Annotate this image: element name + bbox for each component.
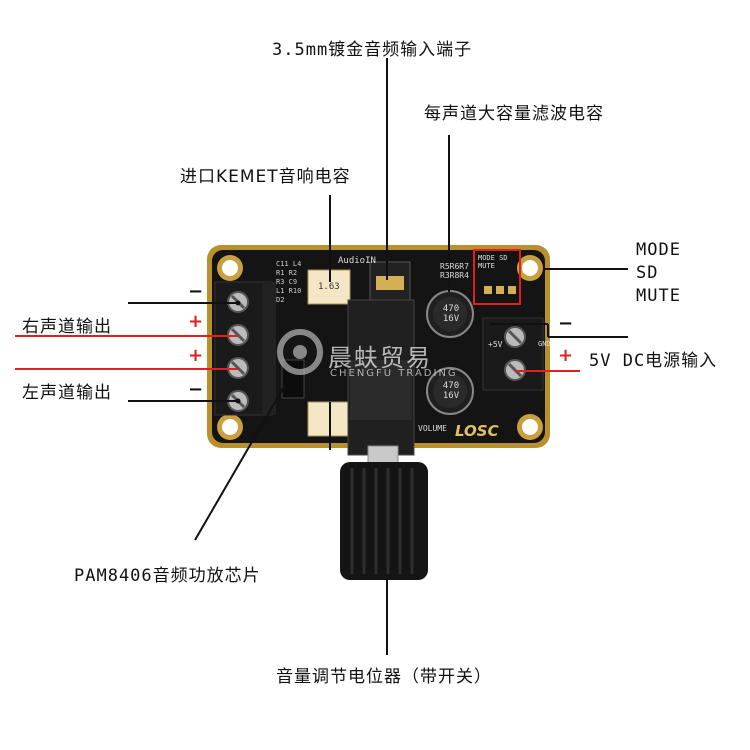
label-amplifier-chip: PAM8406音频功放芯片 — [74, 566, 261, 586]
label-audio-jack: 3.5mm镀金音频输入端子 — [272, 40, 473, 60]
sign-plus-left: + — [188, 345, 204, 366]
board-cap-rating-2: 470 16V — [442, 381, 460, 401]
filter-capacitor — [426, 290, 474, 415]
board-volume: VOLUME — [418, 424, 447, 433]
sign-plus-right: + — [188, 311, 204, 332]
label-dc-input: 5V DC电源输入 — [589, 351, 718, 371]
audio-jack — [369, 261, 411, 301]
sign-minus-dc: − — [558, 313, 574, 334]
callout-dots — [235, 300, 241, 404]
power-terminal-block — [482, 317, 544, 391]
board-dc-label: +5V — [488, 340, 503, 349]
label-filter-capacitor: 每声道大容量滤波电容 — [424, 104, 604, 124]
volume-potentiometer — [340, 299, 428, 580]
label-sd: SD — [636, 263, 659, 283]
positive-lines — [15, 335, 580, 372]
sign-minus-right: − — [188, 281, 204, 302]
label-right-channel: 右声道输出 — [22, 317, 112, 337]
board-gnd-label: GND — [538, 340, 551, 348]
label-mode: MODE — [636, 240, 681, 260]
board-cap-rating-1: 470 16V — [442, 304, 460, 324]
board-resistors: R5R6R7 R3R8R4 — [440, 262, 469, 280]
label-left-channel: 左声道输出 — [22, 383, 112, 403]
watermark-cn: 晨蚨贸易 — [328, 344, 432, 372]
label-volume-pot: 音量调节电位器（带开关） — [276, 667, 492, 687]
board-header-labels: MODE SD MUTE — [478, 254, 508, 270]
board-audio-in: AudioIN — [338, 256, 376, 266]
mounting-hole-icon — [217, 255, 543, 440]
board-kemet-value: 1.63 — [318, 282, 340, 292]
watermark-en: CHENGFU TRADING — [330, 368, 458, 379]
mode-header — [473, 249, 521, 305]
sign-plus-dc: + — [558, 345, 574, 366]
speaker-terminal-block — [214, 281, 276, 416]
watermark-logo-icon — [277, 329, 323, 375]
sign-minus-left: − — [188, 379, 204, 400]
label-mute: MUTE — [636, 286, 681, 306]
board-brand: LOSC — [455, 422, 499, 440]
board-designators: C11 L4 R1 R2 R3 C9 L1 R10 D2 — [276, 260, 302, 304]
callout-lines — [128, 58, 628, 655]
label-kemet-capacitor: 进口KEMET音响电容 — [180, 167, 351, 187]
